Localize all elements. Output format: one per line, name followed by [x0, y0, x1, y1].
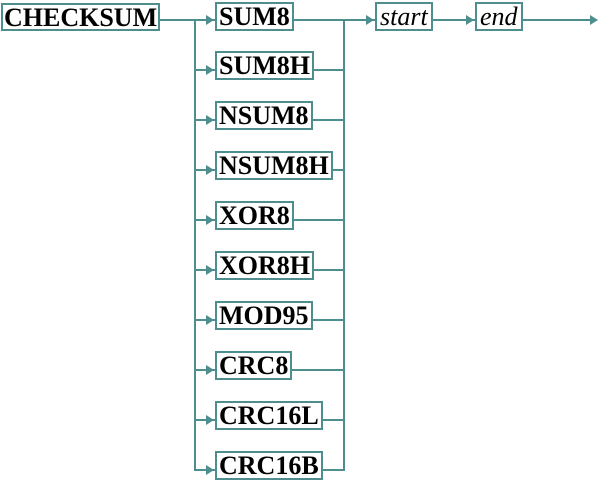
left-spine-line	[194, 19, 196, 471]
arrow-right-icon	[206, 265, 214, 275]
option-box-xor8: XOR8	[215, 201, 294, 230]
arrow-right-icon	[206, 315, 214, 325]
arrow-right-icon	[206, 115, 214, 125]
arrow-right-icon	[466, 15, 474, 25]
option-box-sum8h: SUM8H	[215, 51, 314, 80]
arrow-right-icon	[206, 215, 214, 225]
option-box-mod95: MOD95	[215, 301, 313, 330]
arrow-right-icon	[206, 465, 214, 475]
arrow-right-icon	[206, 365, 214, 375]
arrow-right-icon	[366, 15, 374, 25]
arrow-right-icon	[206, 165, 214, 175]
arrow-right-icon	[206, 15, 214, 25]
option-box-crc16b: CRC16B	[215, 451, 323, 480]
option-box-crc8: CRC8	[215, 351, 293, 380]
option-box-crc16l: CRC16L	[215, 401, 323, 430]
param-box-end: end	[475, 2, 523, 31]
arrow-right-icon	[206, 65, 214, 75]
arrow-right-icon	[206, 415, 214, 425]
command-box-checksum: CHECKSUM	[1, 3, 161, 31]
right-spine-line	[343, 19, 345, 471]
main-rail-line	[156, 19, 592, 21]
option-box-nsum8: NSUM8	[215, 101, 313, 130]
param-box-start: start	[375, 2, 433, 31]
option-box-xor8h: XOR8H	[215, 251, 314, 280]
option-box-nsum8h: NSUM8H	[215, 151, 333, 180]
arrow-right-icon	[590, 15, 598, 25]
option-box-sum8: SUM8	[215, 2, 294, 31]
